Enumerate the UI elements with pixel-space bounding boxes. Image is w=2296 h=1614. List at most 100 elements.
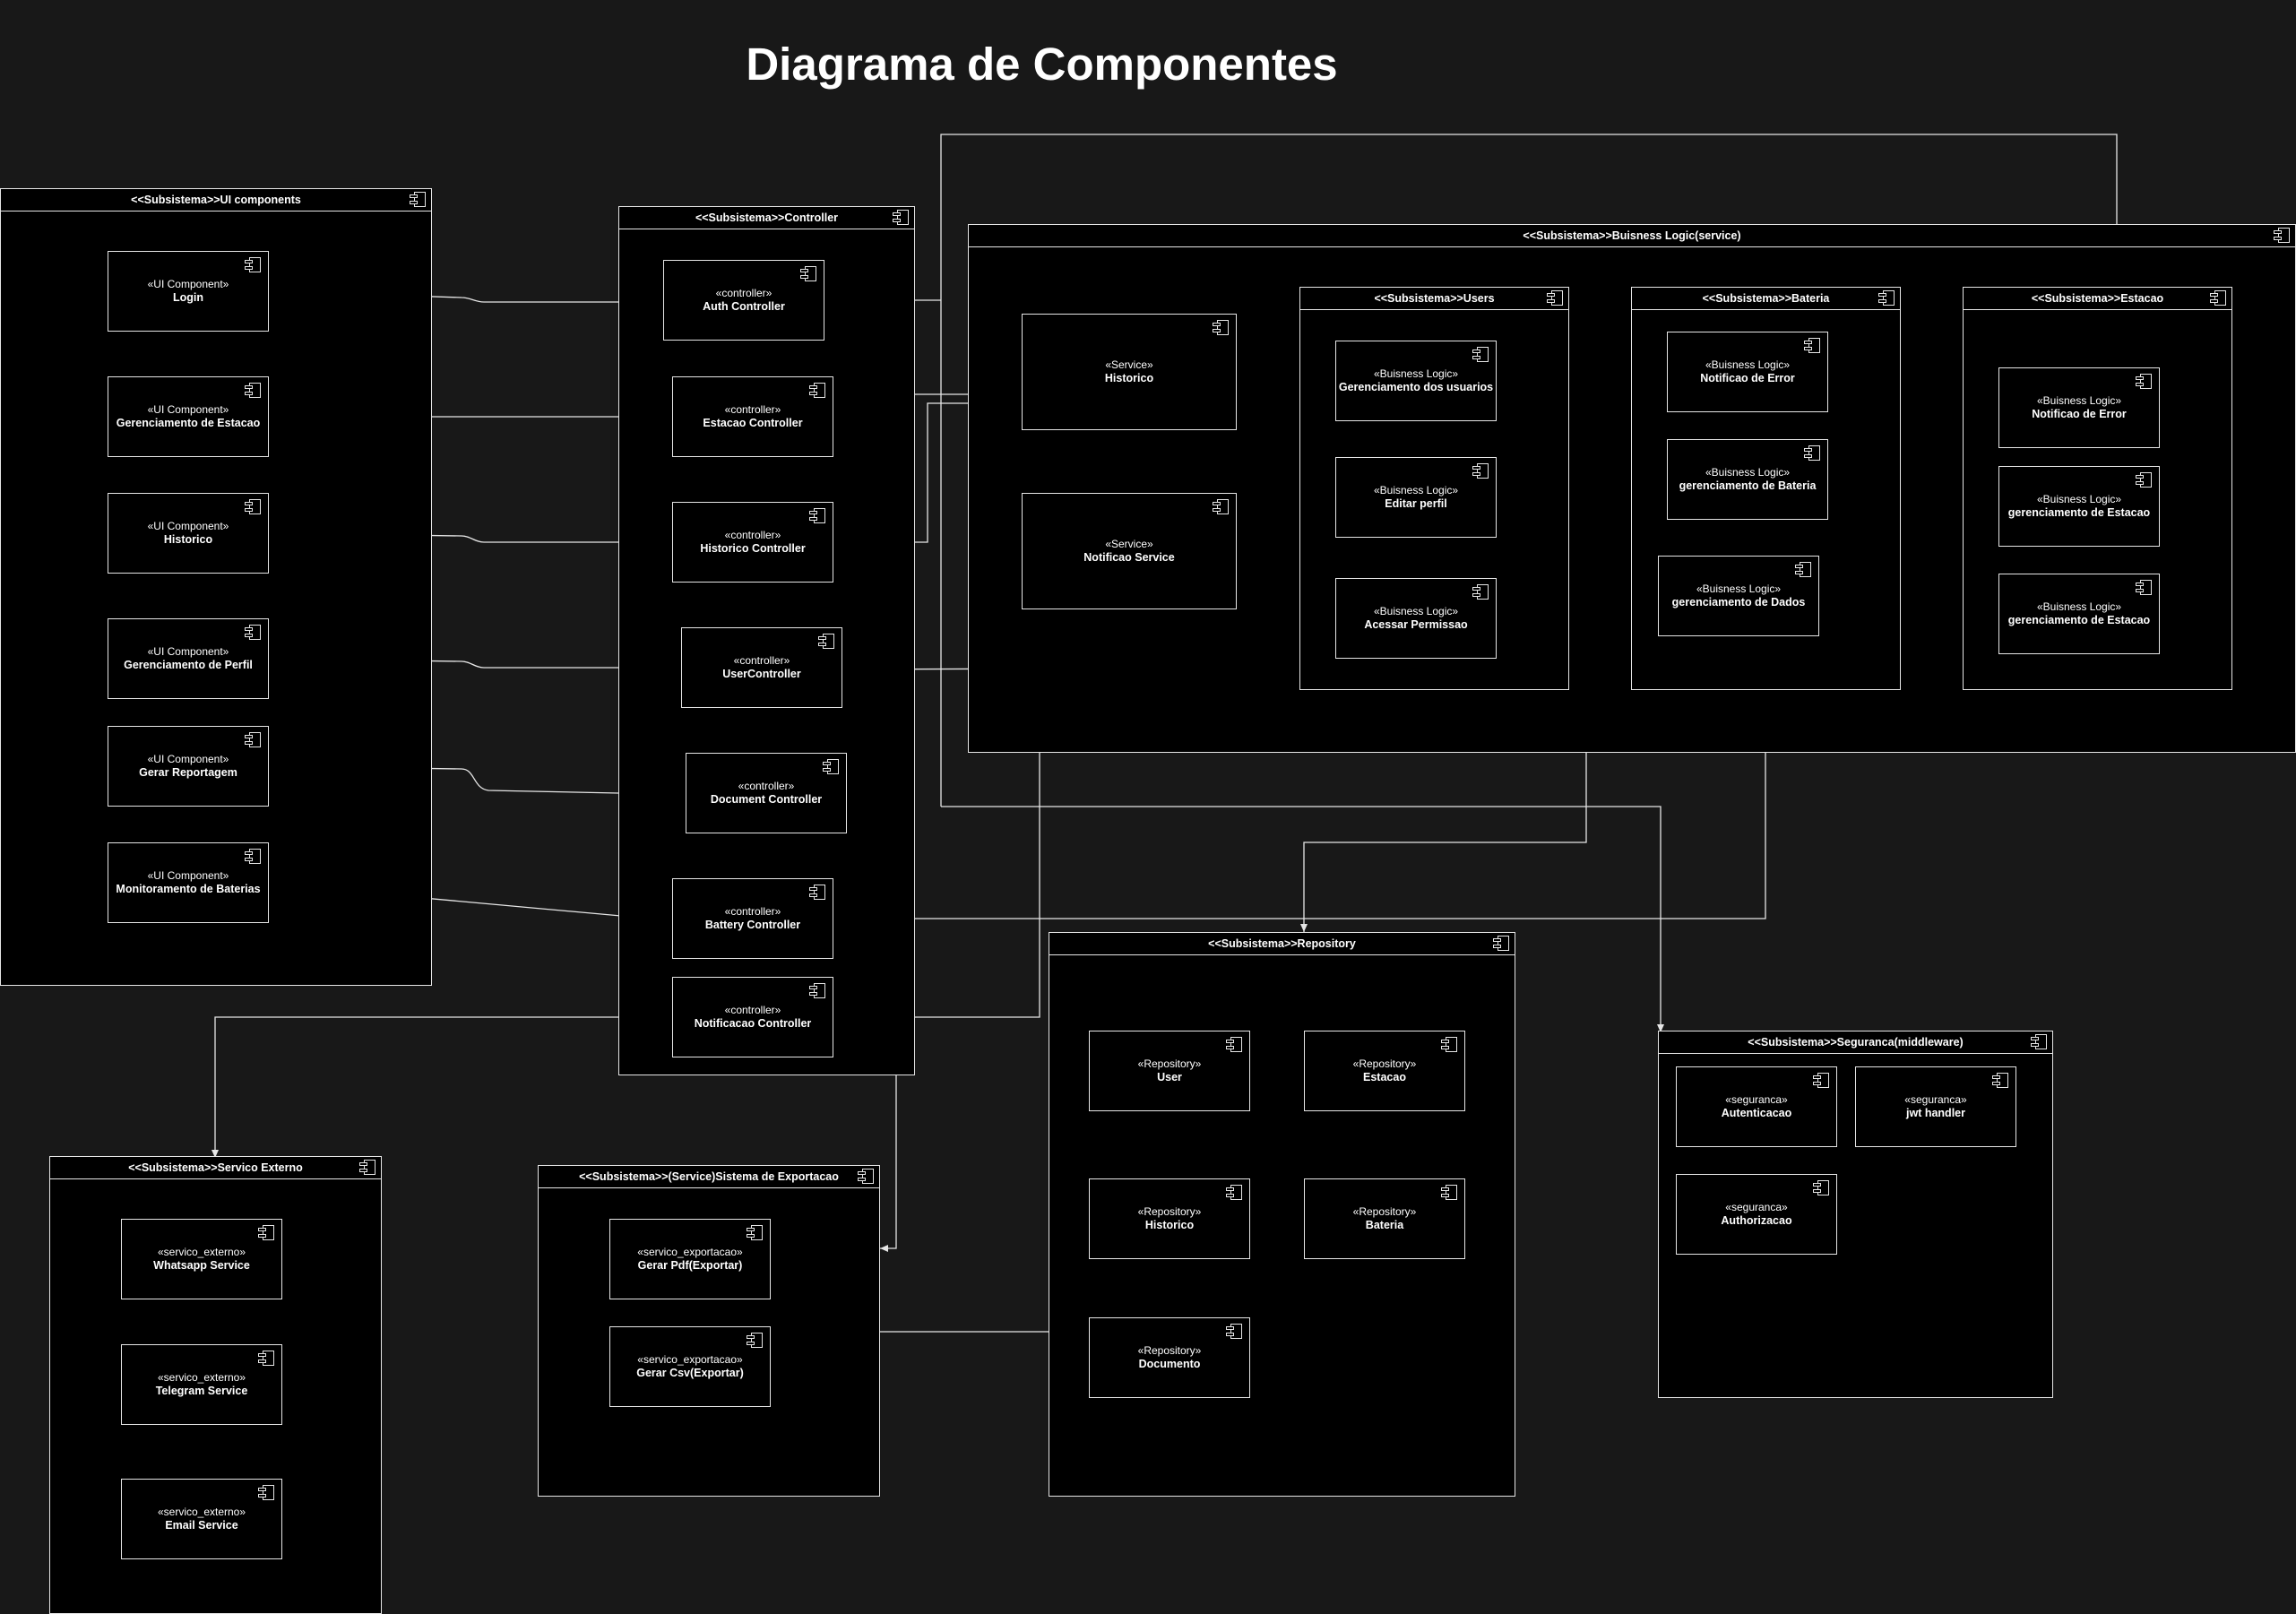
component-name: Notificao Service — [1083, 551, 1175, 564]
ui-gerenciamento-perfil: «UI Component»Gerenciamento de Perfil — [108, 618, 269, 699]
controller-document: «controller»Document Controller — [686, 753, 847, 833]
component-icon — [245, 383, 261, 398]
component-icon — [823, 759, 839, 774]
controller-auth: «controller»Auth Controller — [663, 260, 824, 341]
logic-estacao-notificao-error: «Buisness Logic»Notificao de Error — [1998, 367, 2160, 448]
component-icon — [1813, 1073, 1829, 1088]
logic-editar-perfil: «Buisness Logic»Editar perfil — [1335, 457, 1497, 538]
component-icon — [258, 1225, 274, 1240]
component-name: Whatsapp Service — [153, 1259, 250, 1272]
component-icon — [893, 210, 909, 225]
stereotype: «seguranca» — [1904, 1093, 1967, 1106]
component-icon — [1804, 445, 1820, 461]
component-icon — [2210, 290, 2226, 306]
conn-notif-externo — [211, 1016, 672, 1158]
component-icon — [809, 508, 825, 523]
controller-historico: «controller»Historico Controller — [672, 502, 833, 583]
service-notificao: «Service»Notificao Service — [1022, 493, 1237, 609]
component-name: Notificacao Controller — [694, 1017, 812, 1030]
stereotype: «seguranca» — [1725, 1201, 1788, 1213]
stereotype: «Buisness Logic» — [1705, 358, 1791, 371]
stereotype: «controller» — [724, 1004, 781, 1016]
repository-historico: «Repository»Historico — [1089, 1178, 1250, 1259]
component-icon — [1213, 499, 1229, 514]
component-name: User — [1157, 1071, 1182, 1083]
component-icon — [1804, 338, 1820, 353]
component-name: Monitoramento de Baterias — [116, 883, 261, 895]
component-icon — [410, 192, 426, 207]
component-icon — [1547, 290, 1563, 306]
component-icon — [1472, 347, 1489, 362]
component-icon — [1472, 584, 1489, 600]
stereotype: «Repository» — [1137, 1344, 1202, 1357]
stereotype: «servico_externo» — [157, 1246, 246, 1258]
stereotype: «Buisness Logic» — [2036, 394, 2122, 407]
stereotype: «Buisness Logic» — [1705, 466, 1791, 479]
component-name: gerenciamento de Estacao — [2007, 506, 2151, 519]
logic-gerenciamento-estacao-1: «Buisness Logic»gerenciamento de Estacao — [1998, 466, 2160, 547]
stereotype: «UI Component» — [147, 403, 229, 416]
component-icon — [2031, 1034, 2047, 1049]
component-name: Auth Controller — [703, 300, 785, 313]
component-name: Gerar Pdf(Exportar) — [637, 1259, 743, 1272]
stereotype: «Repository» — [1352, 1205, 1417, 1218]
component-icon — [245, 499, 261, 514]
logic-gerenciamento-estacao-2: «Buisness Logic»gerenciamento de Estacao — [1998, 574, 2160, 654]
logic-gerenciamento-usuarios: «Buisness Logic»Gerenciamento dos usuari… — [1335, 341, 1497, 421]
component-icon — [818, 634, 834, 649]
exportacao-csv: «servico_exportacao»Gerar Csv(Exportar) — [609, 1326, 771, 1407]
component-icon — [858, 1169, 874, 1184]
subsystem-title: <<Subsistema>>Seguranca(middleware) — [1659, 1031, 2052, 1054]
component-name: Authorizacao — [1721, 1214, 1792, 1227]
ui-gerar-reportagem: «UI Component»Gerar Reportagem — [108, 726, 269, 807]
logic-gerenciamento-dados: «Buisness Logic»gerenciamento de Dados — [1658, 556, 1819, 636]
stereotype: «Repository» — [1137, 1057, 1202, 1070]
component-icon — [1878, 290, 1895, 306]
ui-monitoramento-baterias: «UI Component»Monitoramento de Baterias — [108, 842, 269, 923]
component-icon — [1813, 1180, 1829, 1195]
component-name: Historico — [1104, 372, 1154, 384]
service-historico: «Service»Historico — [1022, 314, 1237, 430]
component-icon — [2274, 228, 2290, 243]
externo-telegram: «servico_externo»Telegram Service — [121, 1344, 282, 1425]
logic-acessar-permissao: «Buisness Logic»Acessar Permissao — [1335, 578, 1497, 659]
stereotype: «Buisness Logic» — [2036, 493, 2122, 505]
stereotype: «Buisness Logic» — [1373, 367, 1459, 380]
component-icon — [245, 257, 261, 272]
stereotype: «Buisness Logic» — [2036, 600, 2122, 613]
externo-whatsapp: «servico_externo»Whatsapp Service — [121, 1219, 282, 1299]
repository-user: «Repository»User — [1089, 1031, 1250, 1111]
component-name: Document Controller — [710, 793, 823, 806]
component-name: Notificao de Error — [2032, 408, 2127, 420]
stereotype: «Buisness Logic» — [1373, 605, 1459, 617]
component-name: gerenciamento de Dados — [1671, 596, 1806, 608]
exportacao-pdf: «servico_exportacao»Gerar Pdf(Exportar) — [609, 1219, 771, 1299]
component-icon — [1795, 562, 1811, 577]
component-name: Gerar Reportagem — [139, 766, 237, 779]
subsystem-title: <<Subsistema>>Controller — [619, 207, 914, 229]
component-name: UserController — [722, 668, 801, 680]
component-name: Documento — [1138, 1358, 1201, 1370]
subsystem-title: <<Subsistema>>Servico Externo — [50, 1157, 381, 1179]
subsystem-title: <<Subsistema>>Bateria — [1632, 288, 1900, 310]
component-icon — [747, 1225, 763, 1240]
component-icon — [2136, 580, 2152, 595]
controller-notificacao: «controller»Notificacao Controller — [672, 977, 833, 1057]
component-icon — [809, 885, 825, 900]
stereotype: «controller» — [724, 529, 781, 541]
component-icon — [800, 266, 816, 281]
component-icon — [809, 983, 825, 998]
component-icon — [258, 1485, 274, 1500]
component-icon — [258, 1351, 274, 1366]
component-icon — [2136, 472, 2152, 488]
component-name: Gerenciamento de Estacao — [116, 417, 261, 429]
component-name: Gerar Csv(Exportar) — [636, 1367, 744, 1379]
stereotype: «controller» — [738, 780, 795, 792]
stereotype: «Buisness Logic» — [1696, 583, 1782, 595]
stereotype: «UI Component» — [147, 753, 229, 765]
conn-repo — [1300, 753, 1587, 932]
component-icon — [1992, 1073, 2008, 1088]
component-icon — [1213, 320, 1229, 335]
component-icon — [1472, 463, 1489, 479]
component-name: Historico — [163, 533, 213, 546]
